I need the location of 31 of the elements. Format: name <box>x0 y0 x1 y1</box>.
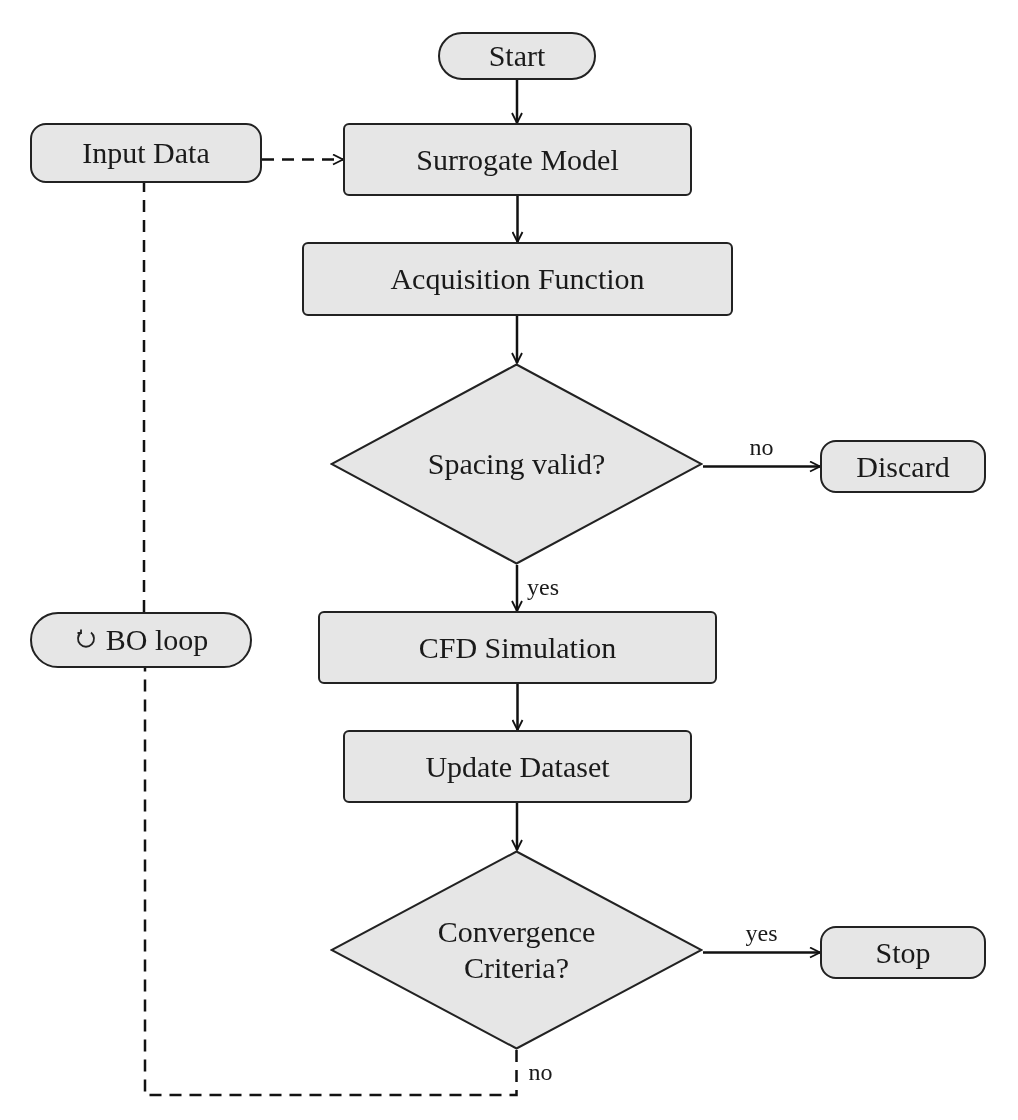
arrow <box>511 565 523 612</box>
rounded-box <box>820 926 986 979</box>
arrow <box>511 316 523 364</box>
node-label: Acquisition Function <box>390 261 645 297</box>
node-label: BO loop <box>105 622 209 658</box>
node-label: Input Data <box>82 135 210 171</box>
node-label: Stop <box>875 934 931 971</box>
terminal-box <box>438 32 596 80</box>
process-box <box>318 611 717 684</box>
process-box <box>343 123 692 196</box>
node-label: Convergence Criteria? <box>436 914 597 986</box>
decision-diamond <box>330 363 703 565</box>
terminal-box <box>30 612 252 668</box>
arrow <box>262 153 344 166</box>
node-label: Start <box>488 38 546 74</box>
arrow <box>703 946 821 959</box>
arrow <box>511 684 524 731</box>
process-box <box>302 242 733 316</box>
node-label: Discard <box>856 448 950 485</box>
arrow <box>703 460 821 473</box>
arrow <box>511 196 524 243</box>
node-label: Spacing valid? <box>427 446 606 482</box>
arrow <box>511 803 523 851</box>
rounded-box <box>30 123 262 183</box>
arrow <box>511 80 523 124</box>
decision-diamond <box>330 850 703 1050</box>
process-box <box>343 730 692 803</box>
rounded-box <box>820 440 986 493</box>
node-label: CFD Simulation <box>418 629 617 666</box>
node-label: Update Dataset <box>425 748 610 785</box>
node-label: Surrogate Model <box>416 141 619 178</box>
